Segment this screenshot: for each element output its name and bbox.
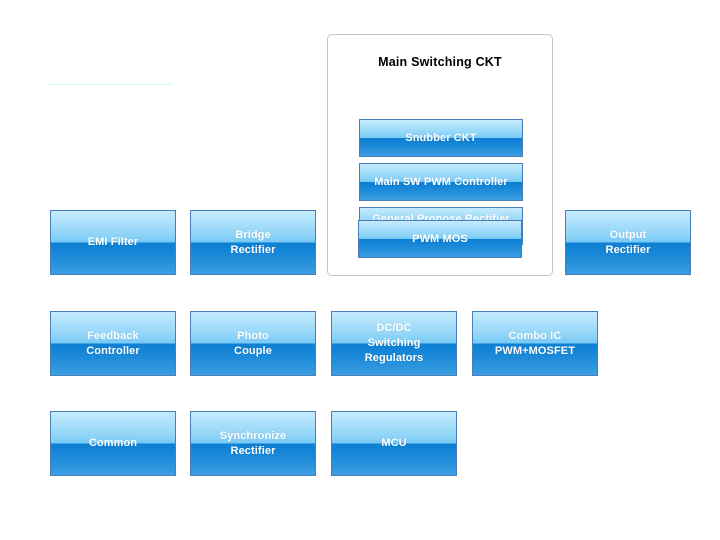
node-label-line: Common: [88, 437, 138, 449]
node-label-line: DC/DC: [376, 322, 412, 334]
node-label-line: Bridge: [235, 228, 271, 241]
node-label-line: Rectifier: [605, 243, 651, 256]
group-panel-main-switching-ckt: Main Switching CKT Snubber CKT Main SW P…: [327, 34, 553, 276]
node-label-line: Feedback: [87, 329, 139, 342]
node-label-line: Rectifier: [230, 243, 276, 256]
node-label-line: Main SW PWM Controller: [374, 176, 508, 188]
node-label-line: Synchronize: [219, 429, 287, 442]
node-combo-ic-pwm-mosfet[interactable]: Combo IC PWM+MOSFET: [472, 311, 598, 376]
node-label-line: Couple: [234, 344, 272, 357]
node-label-line: Snubber CKT: [405, 132, 477, 144]
node-mcu[interactable]: MCU: [331, 411, 457, 476]
node-synchronize-rectifier[interactable]: Synchronize Rectifier: [190, 411, 316, 476]
node-label-line: MCU: [381, 437, 407, 449]
node-pwm-mos-box[interactable]: PWM MOS: [358, 220, 522, 258]
node-label-line: Regulators: [364, 352, 424, 364]
group-panel-title: Main Switching CKT: [378, 55, 502, 69]
decorative-rule: [50, 84, 172, 85]
node-label-line: Controller: [86, 344, 140, 357]
node-label-line: EMI Filter: [87, 236, 139, 248]
node-common[interactable]: Common: [50, 411, 176, 476]
node-feedback-controller[interactable]: Feedback Controller: [50, 311, 176, 376]
node-label-line: Output: [609, 228, 647, 241]
node-label-line: Combo IC: [508, 329, 562, 342]
node-bridge-rectifier[interactable]: Bridge Rectifier: [190, 210, 316, 275]
node-label-line: Rectifier: [230, 444, 276, 457]
node-dcdc-switching-regulators[interactable]: DC/DC Switching Regulators: [331, 311, 457, 376]
node-output-rectifier[interactable]: Output Rectifier: [565, 210, 691, 275]
node-label-line: PWM MOS: [412, 233, 468, 245]
node-snubber-ckt[interactable]: Snubber CKT: [359, 119, 523, 157]
node-photo-couple[interactable]: Photo Couple: [190, 311, 316, 376]
node-label-line: Photo: [237, 329, 269, 342]
node-label-line: PWM+MOSFET: [494, 344, 576, 357]
node-label-line: Switching: [367, 337, 421, 349]
node-emi-filter[interactable]: EMI Filter: [50, 210, 176, 275]
node-main-sw-pwm-controller[interactable]: Main SW PWM Controller: [359, 163, 523, 201]
